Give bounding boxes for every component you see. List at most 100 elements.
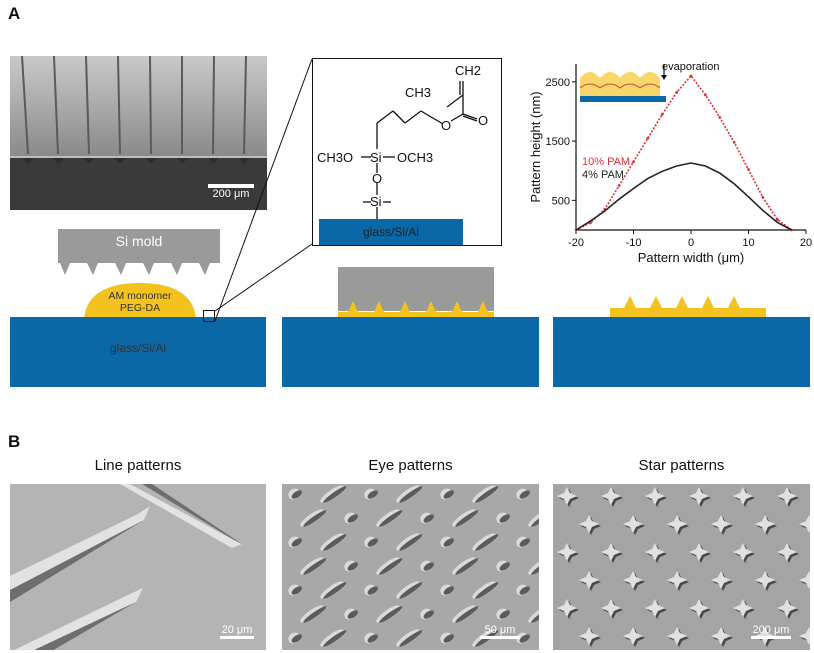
chem-o-mid: O (372, 171, 382, 186)
y-tick-label: 500 (552, 195, 570, 207)
star-feature (689, 487, 709, 505)
evaporation-profile (579, 83, 661, 89)
eye-shadow (531, 510, 539, 527)
data-point (761, 195, 765, 199)
star-feature (623, 515, 643, 533)
eye-shadow (519, 538, 530, 547)
star-feature (711, 627, 731, 645)
eye-shadow (423, 610, 434, 619)
chemistry-inset: CH2 CH3 O O CH3O Si OCH3 O Si glass/Si/A… (312, 58, 502, 246)
sem-eye-patterns: 50 μm (282, 484, 539, 650)
scalebar-line (220, 636, 254, 639)
sem-line-patterns: 20 μm (10, 484, 266, 650)
caption-eye-patterns: Eye patterns (368, 457, 453, 474)
evaporation-gel (580, 72, 660, 96)
eye-shadow (455, 510, 479, 527)
eye-shadow (367, 538, 378, 547)
star-feature (755, 515, 775, 533)
data-point (718, 115, 722, 119)
eye-shadow (455, 558, 479, 575)
eye-shadow (399, 582, 423, 599)
substrate-block-3 (553, 317, 810, 387)
substrate-block-2 (282, 317, 539, 387)
eye-shadow (399, 486, 423, 503)
eye-shadow (323, 582, 347, 599)
star-feature (623, 627, 643, 645)
data-point (646, 136, 650, 140)
eye-shadow (291, 538, 302, 547)
star-feature (777, 487, 797, 505)
chemical-structure: CH2 CH3 O O CH3O Si OCH3 O Si (317, 63, 488, 219)
star-feature (733, 543, 753, 561)
star-feature (557, 487, 577, 505)
chem-si-bottom: Si (370, 194, 382, 209)
data-point (632, 160, 635, 164)
eye-shadow (455, 606, 479, 623)
evaporation-label: evaporation (662, 61, 720, 73)
star-feature (777, 599, 797, 617)
eye-shadow (531, 558, 539, 575)
legend-4pct: 4% PAM (582, 169, 624, 181)
star-feature (733, 487, 753, 505)
substrate-block-1 (10, 317, 266, 387)
si-mold (58, 229, 220, 275)
data-point (775, 217, 779, 221)
star-feature (733, 599, 753, 617)
chem-o-carbonyl: O (478, 113, 488, 128)
eye-shadow (531, 606, 539, 623)
x-tick-label: -20 (568, 237, 584, 249)
star-feature (557, 599, 577, 617)
monomer-droplet (84, 283, 196, 319)
eye-shadow (323, 486, 347, 503)
zoom-box (203, 310, 215, 322)
eye-feature (528, 605, 539, 623)
star-feature (557, 543, 577, 561)
eye-shadow (443, 538, 454, 547)
eye-shadow (367, 586, 378, 595)
eye-shadow (499, 610, 510, 619)
evaporation-arrowhead (661, 75, 667, 80)
eye-shadow (347, 610, 358, 619)
eye-shadow (367, 634, 378, 643)
sem-star-features (557, 487, 810, 647)
x-tick-label: 10 (742, 237, 754, 249)
monomer-label-line2: PEG-DA (119, 302, 161, 314)
star-feature (755, 571, 775, 589)
eye-feature (528, 509, 539, 527)
x-tick-label: -10 (626, 237, 642, 249)
eye-shadow (367, 490, 378, 499)
scalebar-label: 200 μm (752, 624, 790, 636)
series-line-4pct (575, 162, 793, 231)
star-feature (623, 571, 643, 589)
star-feature (579, 571, 599, 589)
star-feature (645, 487, 665, 505)
star-feature (799, 515, 810, 533)
eye-shadow (443, 490, 454, 499)
eye-shadow (443, 586, 454, 595)
eye-shadow (291, 634, 302, 643)
sem-image-mold: 200 μm (10, 56, 267, 210)
star-feature (667, 627, 687, 645)
monomer-label-line1: AM monomer (108, 290, 172, 302)
eye-shadow (519, 490, 530, 499)
panel-label-a: A (8, 4, 21, 23)
series-line-10pct (575, 74, 793, 231)
caption-line-patterns: Line patterns (94, 457, 182, 474)
si-mold-label: Si mold (115, 233, 163, 249)
star-feature (645, 599, 665, 617)
star-feature (579, 627, 599, 645)
x-tick-label: 0 (688, 237, 694, 249)
star-feature (667, 515, 687, 533)
eye-shadow (399, 534, 423, 551)
eye-shadow (291, 586, 302, 595)
chem-ch3: CH3 (405, 85, 431, 100)
star-feature (777, 543, 797, 561)
chem-ch3o: CH3O (317, 150, 353, 165)
data-point (732, 140, 736, 144)
star-feature (601, 543, 621, 561)
star-feature (601, 599, 621, 617)
eye-shadow (303, 558, 327, 575)
scalebar-label: 200 μm (212, 188, 250, 200)
star-feature (711, 515, 731, 533)
monomer-label: AM monomer PEG-DA (84, 290, 196, 314)
